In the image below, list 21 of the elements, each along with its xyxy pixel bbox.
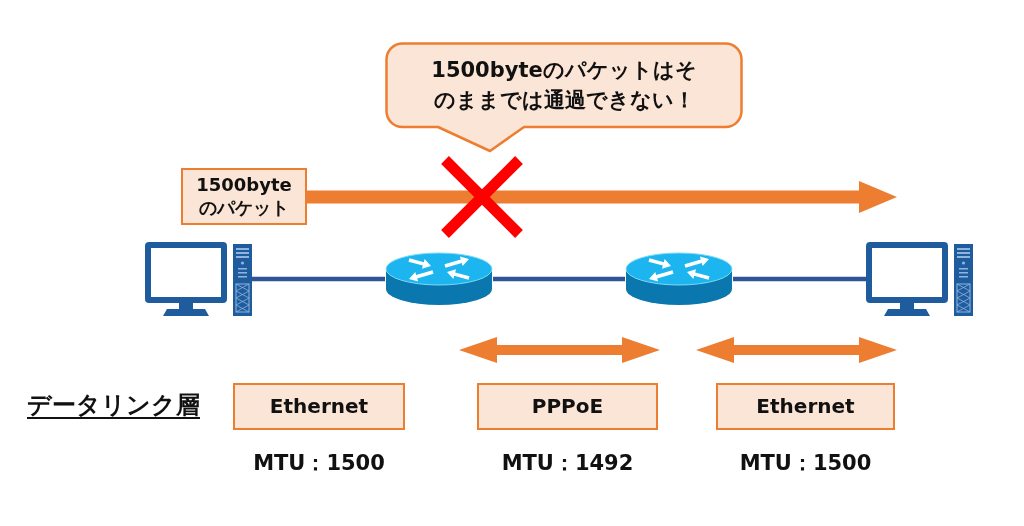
desktop-computer-icon [866, 242, 973, 316]
router-icon [625, 252, 733, 306]
protocol-name: Ethernet [269, 394, 369, 419]
protocol-box [716, 383, 895, 430]
network-link [493, 276, 625, 282]
mtu-label: MTU：1500 [252, 451, 386, 477]
protocol-box [477, 383, 658, 430]
mtu-label: MTU：1492 [500, 451, 635, 477]
protocol-name: PPPoE [531, 394, 604, 419]
mtu-label: MTU：1500 [738, 451, 873, 477]
network-link [733, 276, 866, 282]
packet-label: 1500byteのパケット [195, 174, 293, 219]
packet-box [181, 168, 307, 225]
bubble-text: 1500byteのパケットはそのままでは通過できない！ [430, 56, 698, 114]
protocol-box [233, 383, 405, 430]
router-icon [385, 252, 493, 306]
desktop-computer-icon [145, 242, 252, 316]
layer-heading: データリンク層 [27, 390, 200, 421]
speech-bubble [385, 42, 743, 153]
network-link [252, 276, 385, 282]
protocol-name: Ethernet [756, 394, 855, 419]
